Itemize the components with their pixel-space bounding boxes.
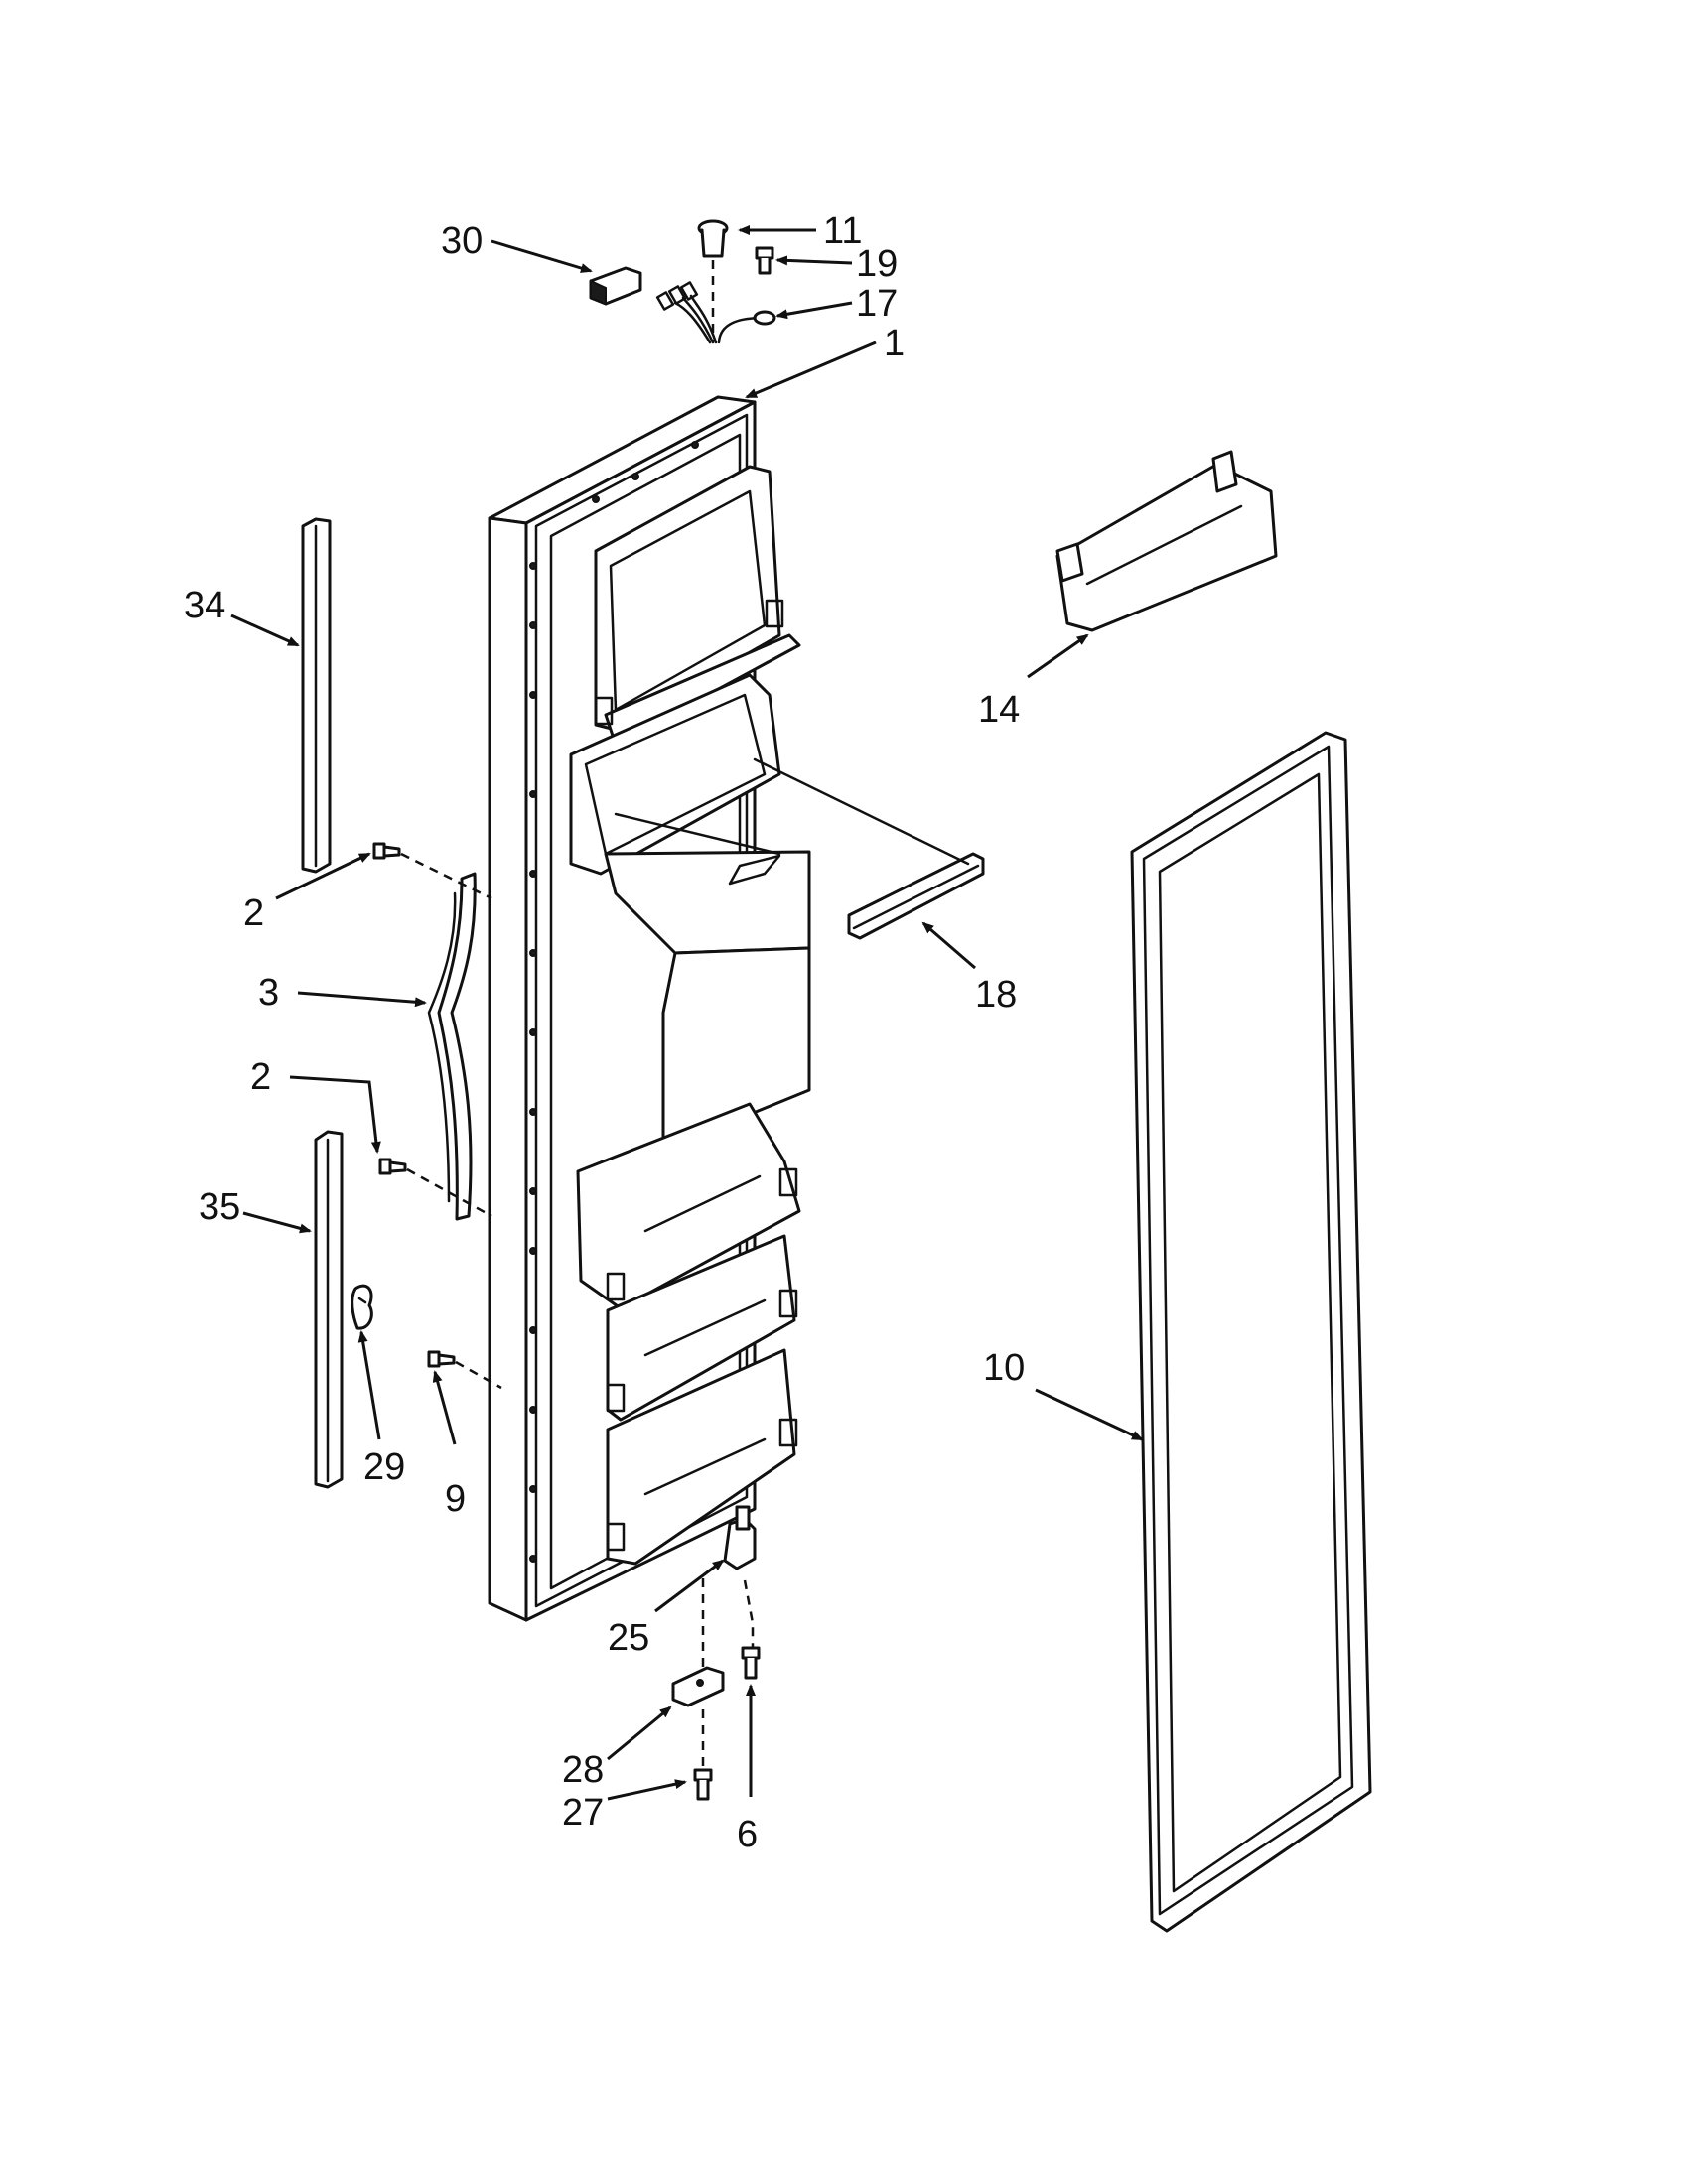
wire-harness — [655, 281, 767, 344]
gasket-10 — [1130, 731, 1372, 1933]
shelf-bar-14 — [1055, 450, 1278, 632]
screw-2-upper — [372, 842, 492, 900]
callout-14: 14 — [978, 689, 1020, 731]
terminal-17 — [753, 310, 776, 326]
leader-lines — [230, 225, 1144, 1801]
callout-30: 30 — [441, 220, 483, 262]
callout-2-lower: 2 — [250, 1056, 271, 1098]
callout-1: 1 — [884, 323, 905, 364]
callout-28: 28 — [562, 1749, 604, 1791]
screw-27 — [693, 1768, 713, 1801]
screw-9 — [427, 1350, 502, 1390]
clip-29 — [351, 1284, 373, 1330]
callout-10: 10 — [983, 1347, 1025, 1389]
callout-17: 17 — [856, 283, 898, 325]
callout-27: 27 — [562, 1792, 604, 1834]
screw-2-lower — [378, 1158, 492, 1218]
callout-34: 34 — [184, 585, 225, 626]
trim-strip-34 — [301, 517, 332, 874]
connector-30 — [589, 266, 642, 306]
callout-35: 35 — [199, 1186, 240, 1228]
handle-3 — [427, 872, 477, 1221]
screw-6 — [741, 1646, 761, 1680]
bracket-28 — [671, 1578, 725, 1772]
rail-18 — [753, 757, 985, 940]
callout-18: 18 — [975, 974, 1017, 1016]
callout-labels: 30 11 19 17 1 34 14 2 3 18 2 35 10 29 9 … — [184, 210, 1025, 1855]
door-assembly — [488, 395, 811, 1622]
screw-19 — [755, 246, 774, 275]
callout-3: 3 — [258, 972, 279, 1014]
callout-2-upper: 2 — [243, 892, 264, 934]
callout-6: 6 — [737, 1814, 758, 1855]
callout-25: 25 — [608, 1617, 649, 1659]
callout-19: 19 — [856, 243, 898, 285]
trim-strip-35 — [314, 1130, 344, 1489]
light-socket-11 — [697, 219, 729, 342]
callout-29: 29 — [363, 1446, 405, 1488]
callout-11: 11 — [823, 210, 862, 252]
callout-9: 9 — [445, 1478, 466, 1520]
hinge-pin-25 — [723, 1505, 757, 1653]
